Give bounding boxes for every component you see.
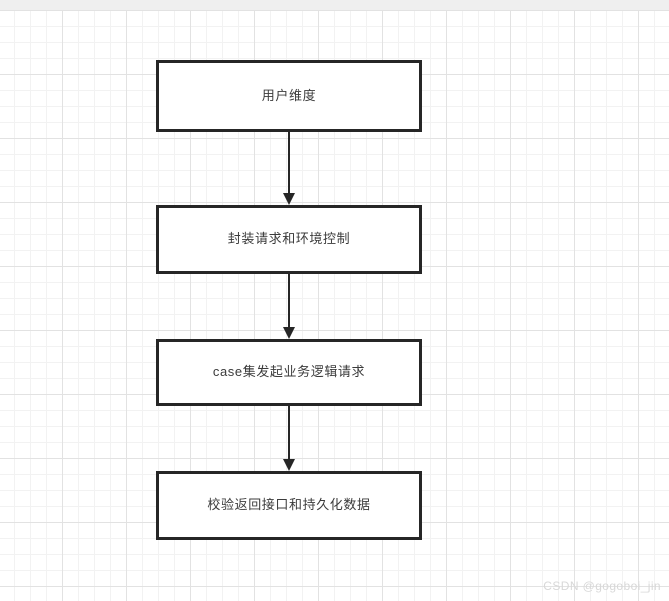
flowchart-node-label: 校验返回接口和持久化数据 bbox=[207, 497, 371, 513]
canvas-top-band bbox=[0, 0, 669, 10]
arrow-shaft bbox=[288, 406, 290, 460]
watermark: CSDN @gogoboi_jin bbox=[543, 579, 661, 593]
flowchart-node-case-business-logic[interactable]: case集发起业务逻辑请求 bbox=[156, 339, 422, 406]
flowchart-node-user-dimension[interactable]: 用户维度 bbox=[156, 60, 422, 132]
arrow-shaft bbox=[288, 132, 290, 194]
flowchart-node-label: 用户维度 bbox=[261, 87, 317, 103]
arrowhead-down-icon bbox=[283, 327, 295, 339]
flowchart-arrow-1 bbox=[282, 132, 296, 205]
flowchart-arrow-2 bbox=[282, 274, 296, 339]
flowchart-node-label: 封装请求和环境控制 bbox=[227, 231, 351, 247]
flowchart-node-encapsulate-request[interactable]: 封装请求和环境控制 bbox=[156, 205, 422, 274]
arrow-shaft bbox=[288, 274, 290, 328]
arrowhead-down-icon bbox=[283, 193, 295, 205]
flowchart-node-verify-persist-data[interactable]: 校验返回接口和持久化数据 bbox=[156, 471, 422, 540]
flowchart-arrow-3 bbox=[282, 406, 296, 471]
arrowhead-down-icon bbox=[283, 459, 295, 471]
flowchart-node-label: case集发起业务逻辑请求 bbox=[212, 364, 366, 380]
